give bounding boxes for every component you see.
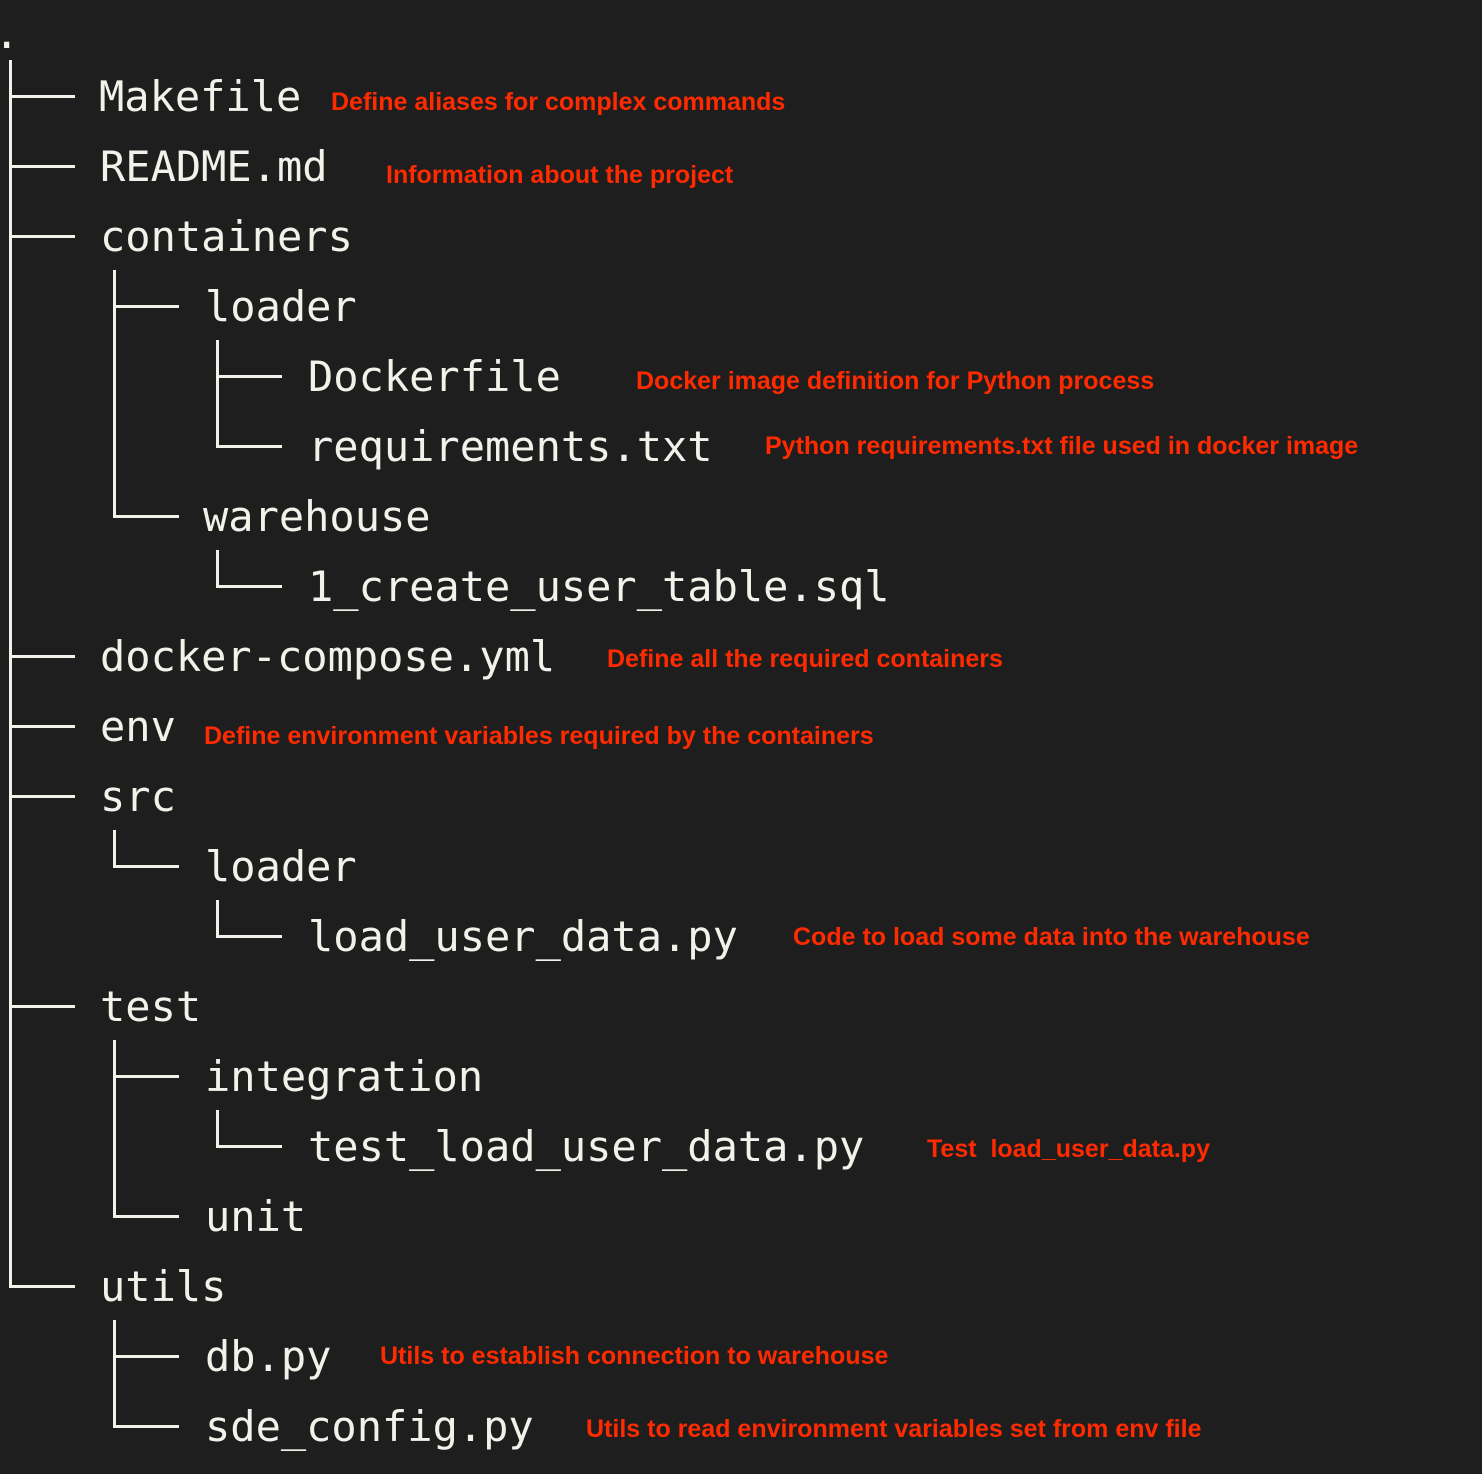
file-test-load-user-data: test_load_user_data.py: [308, 1122, 865, 1171]
dir-test: test: [100, 982, 202, 1031]
note-test-load-user-data: Test load_user_data.py: [927, 1135, 1210, 1163]
note-requirements: Python requirements.txt file used in doc…: [765, 432, 1359, 460]
branch: [113, 1355, 179, 1358]
file-readme: README.md: [100, 142, 328, 191]
branch: [216, 375, 282, 378]
tree-line-integration: [216, 1110, 219, 1148]
file-create-user-table: 1_create_user_table.sql: [308, 562, 890, 611]
tree-line-test: [113, 1040, 116, 1218]
dir-integration: integration: [205, 1052, 484, 1101]
dir-containers-loader: loader: [205, 282, 357, 331]
branch: [9, 95, 75, 98]
branch: [113, 865, 179, 868]
note-dockerfile: Docker image definition for Python proce…: [636, 367, 1155, 395]
branch: [9, 165, 75, 168]
dir-warehouse: warehouse: [203, 492, 431, 541]
file-requirements: requirements.txt: [308, 422, 713, 471]
branch: [9, 795, 75, 798]
dir-utils: utils: [100, 1262, 227, 1311]
branch: [9, 1005, 75, 1008]
dir-src-loader: loader: [205, 842, 357, 891]
branch: [216, 935, 282, 938]
note-docker-compose: Define all the required containers: [607, 645, 1003, 673]
dir-unit: unit: [205, 1192, 307, 1241]
note-readme: Information about the project: [386, 161, 734, 189]
branch: [113, 1215, 179, 1218]
root-dir: .: [0, 12, 19, 56]
branch: [216, 1145, 282, 1148]
note-env: Define environment variables required by…: [204, 722, 874, 750]
tree-line-src: [113, 830, 116, 868]
note-makefile: Define aliases for complex commands: [331, 88, 786, 116]
tree-line-containers: [113, 270, 116, 518]
branch: [216, 585, 282, 588]
tree-line-warehouse: [216, 550, 219, 588]
file-makefile: Makefile: [99, 72, 302, 121]
dir-containers: containers: [100, 212, 353, 261]
tree-line-containers-loader: [216, 340, 219, 448]
tree-line-src-loader: [216, 900, 219, 938]
branch: [113, 1075, 179, 1078]
file-sde-config: sde_config.py: [205, 1402, 534, 1451]
tree-line-utils: [113, 1320, 116, 1428]
file-dockerfile: Dockerfile: [308, 352, 561, 401]
note-db: Utils to establish connection to warehou…: [380, 1342, 889, 1370]
branch: [9, 655, 75, 658]
tree-line-root: [9, 60, 12, 1288]
note-load-user-data: Code to load some data into the warehous…: [793, 923, 1310, 951]
file-load-user-data: load_user_data.py: [308, 912, 738, 961]
branch: [113, 1425, 179, 1428]
file-env: env: [100, 702, 176, 751]
branch: [9, 725, 75, 728]
branch: [113, 305, 179, 308]
file-db: db.py: [205, 1332, 332, 1381]
dir-src: src: [100, 772, 176, 821]
branch: [216, 445, 282, 448]
file-docker-compose: docker-compose.yml: [100, 632, 556, 681]
branch: [9, 1285, 75, 1288]
branch: [9, 235, 75, 238]
note-sde-config: Utils to read environment variables set …: [586, 1415, 1202, 1443]
branch: [113, 515, 179, 518]
